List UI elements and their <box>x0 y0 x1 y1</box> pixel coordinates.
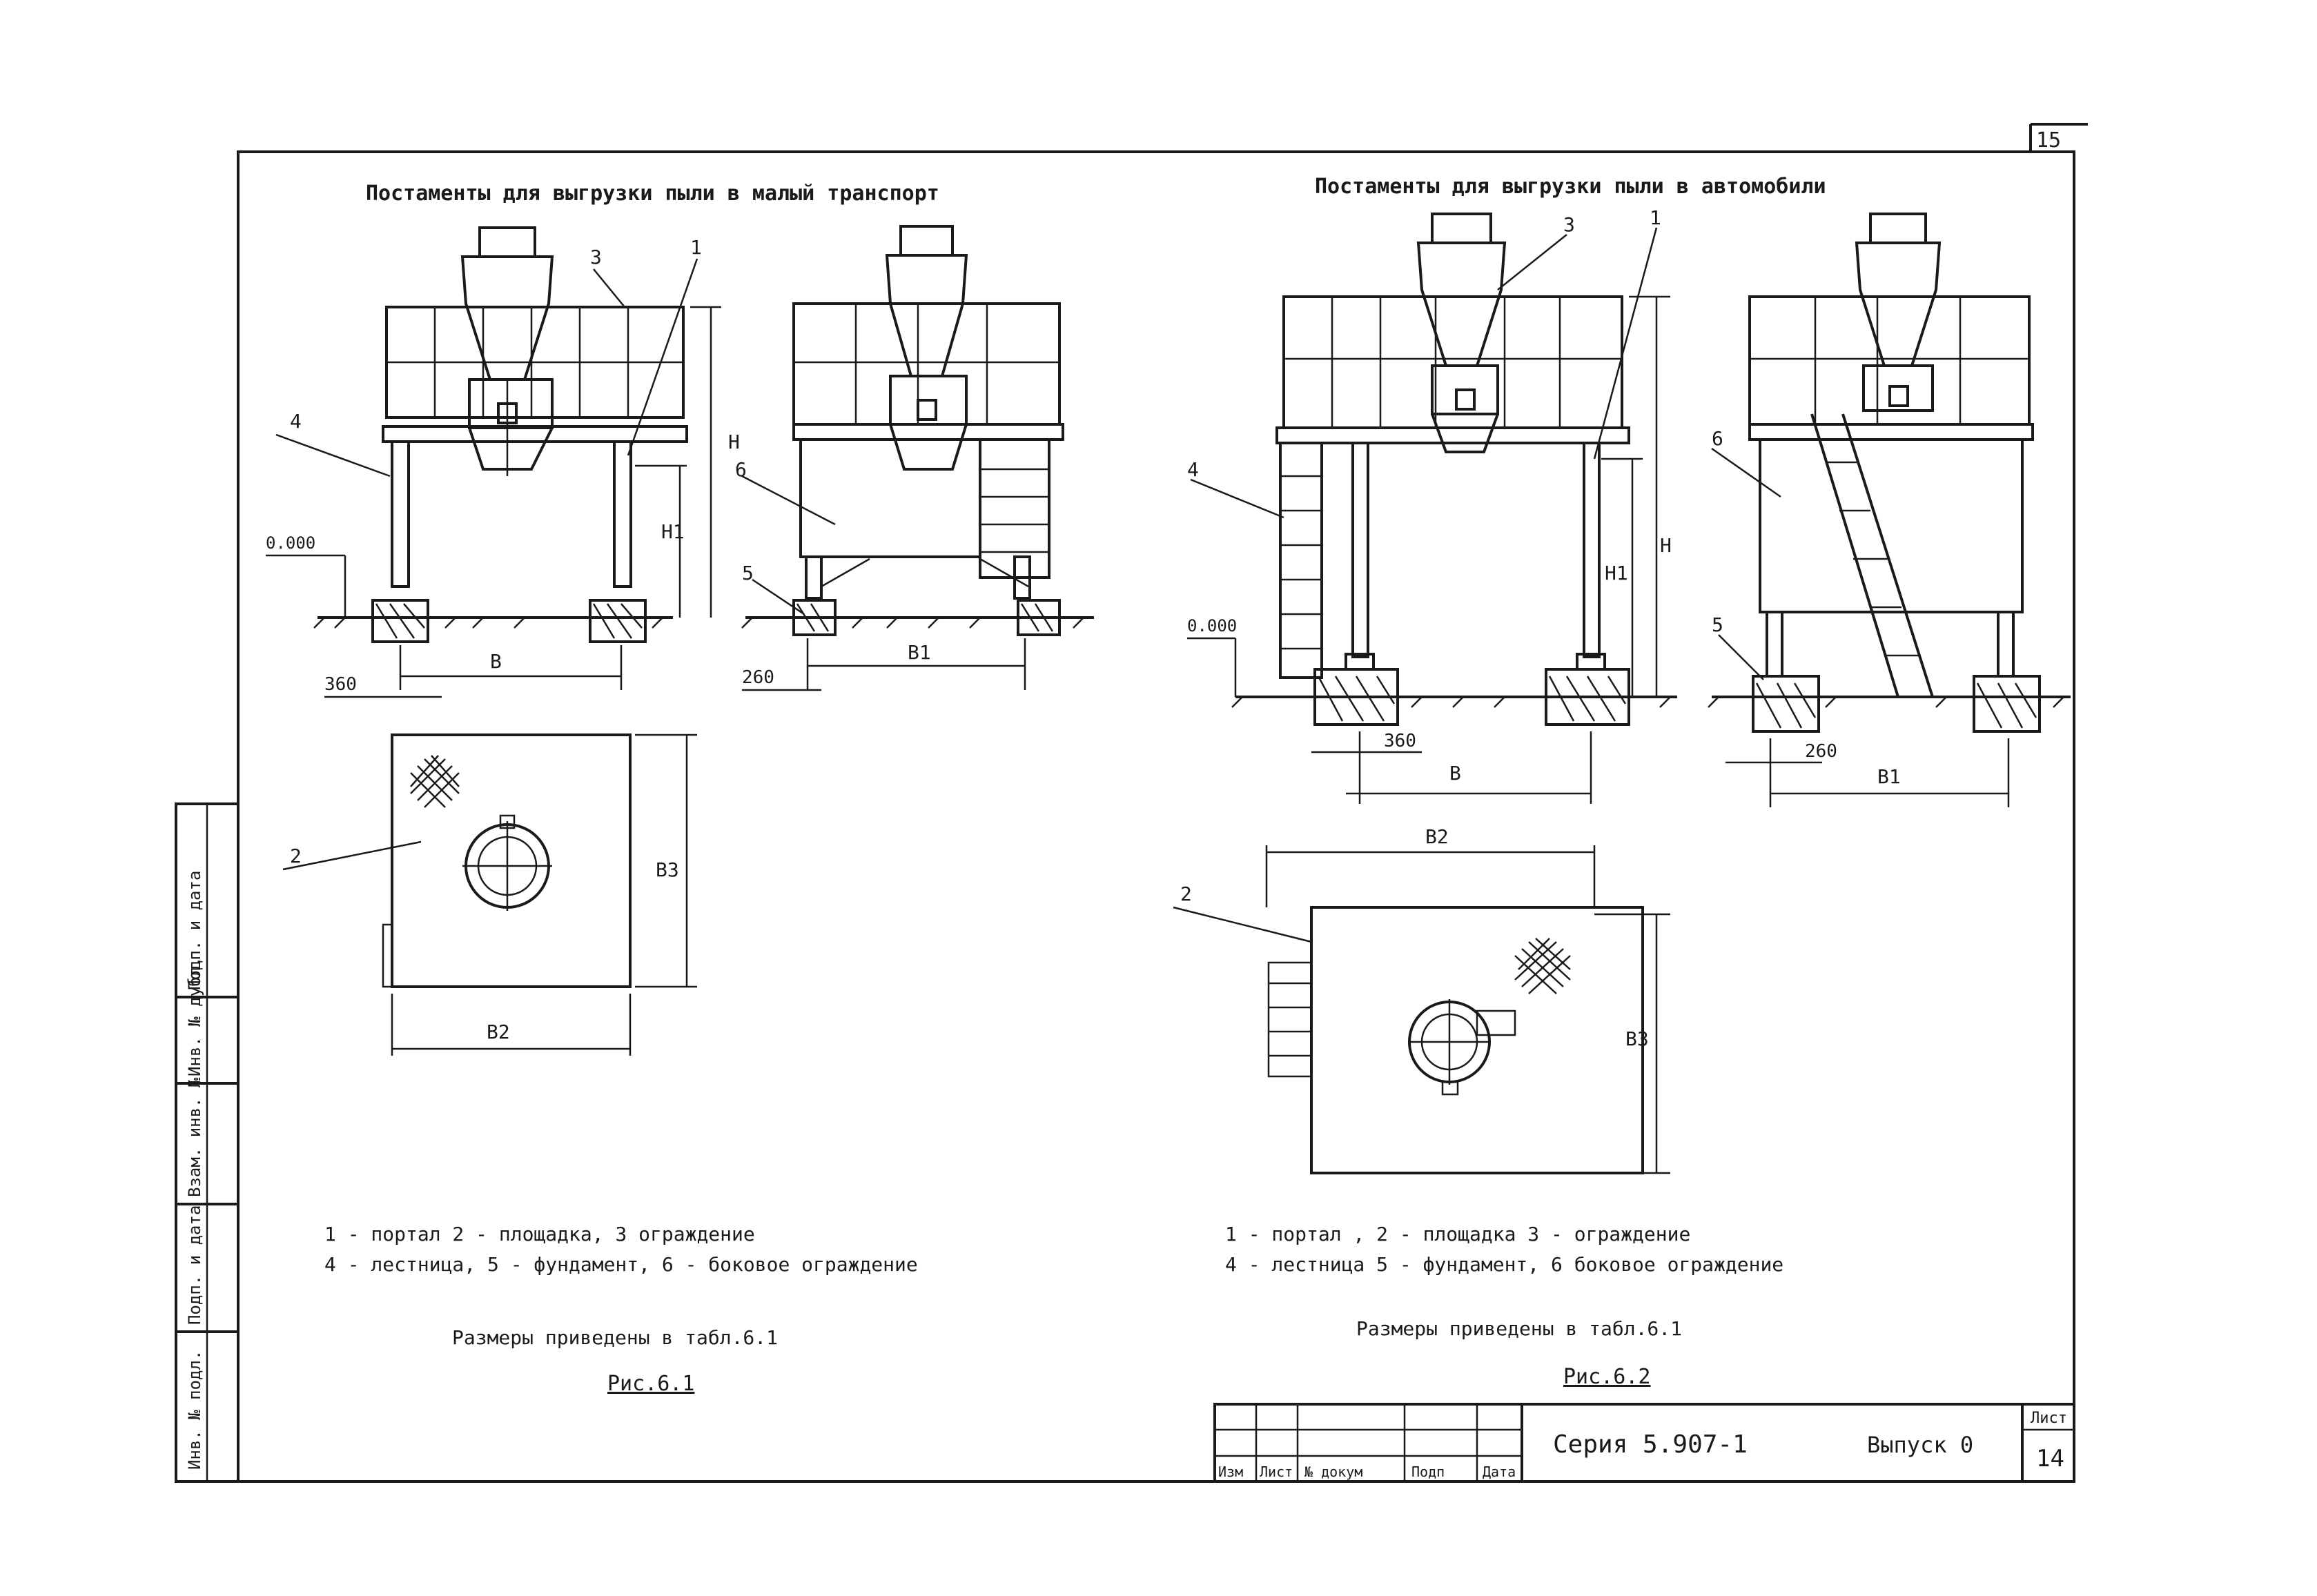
left-dim-b: B <box>490 650 502 673</box>
title-block-issue: Выпуск 0 <box>1867 1432 1973 1458</box>
left-callout-2: 2 <box>290 845 302 867</box>
right-dim-h1: H1 <box>1605 562 1628 584</box>
right-title: Постаменты для выгрузки пыли в автомобил… <box>1315 175 1826 199</box>
left-dim-b2: B2 <box>487 1021 510 1043</box>
right-legend-line-1: 1 - портал , 2 - площадка 3 - ограждение <box>1225 1223 1690 1245</box>
right-callout-4: 4 <box>1187 458 1199 481</box>
left-dim-h1: H1 <box>661 520 685 543</box>
right-dim-b2: B2 <box>1425 825 1449 848</box>
right-level-mark: 0.000 <box>1187 616 1237 636</box>
title-block-col-doc: № докум <box>1304 1464 1362 1480</box>
title-block-col-list: Лист <box>1260 1464 1293 1480</box>
stamp-field-1: Инв. № подл. <box>185 1350 204 1470</box>
left-callout-3: 3 <box>590 246 602 268</box>
title-block: Изм Лист № докум Подп Дата Серия 5.907-1… <box>1213 1403 2075 1483</box>
left-plan-view: B3 B2 2 <box>282 733 697 1056</box>
right-callout-5: 5 <box>1712 613 1723 636</box>
left-side-elevation: B1 260 6 5 <box>735 225 1094 691</box>
right-dim-360: 360 <box>1384 731 1416 751</box>
stamp-field-2: Подп. и дата <box>185 1205 204 1325</box>
left-dim-260: 260 <box>742 667 774 688</box>
corner-number-text: 15 <box>2036 128 2061 152</box>
left-dim-h: H <box>728 431 740 453</box>
right-dim-h: H <box>1660 534 1672 557</box>
left-callout-1: 1 <box>690 236 702 259</box>
stamp-field-3: Взам. инв. № <box>185 1077 204 1197</box>
right-callout-1: 1 <box>1650 206 1661 229</box>
left-front-elevation: 0.000 H H1 B 360 4 3 1 <box>266 226 740 698</box>
title-block-sheet-number: 14 <box>2036 1445 2064 1472</box>
left-dim-b1: B1 <box>908 641 931 664</box>
right-dim-260: 260 <box>1805 741 1837 762</box>
corner-number: 15 <box>2029 123 2088 152</box>
title-block-series: Серия 5.907-1 <box>1553 1430 1748 1459</box>
right-callout-2: 2 <box>1180 883 1192 905</box>
stamp-field-4: Инв. № дубл. <box>185 957 204 1076</box>
left-dim-360: 360 <box>324 674 357 695</box>
right-dim-b: B <box>1449 762 1461 785</box>
sheet-frame <box>175 150 2075 1483</box>
left-level-mark: 0.000 <box>266 533 315 553</box>
title-block-col-izm: Изм <box>1218 1464 1243 1480</box>
right-front-elevation: 0.000 H H1 B 360 4 3 1 <box>1187 206 1677 804</box>
right-callout-3: 3 <box>1563 213 1575 236</box>
title-block-col-sign: Подп <box>1411 1464 1445 1480</box>
left-legend-line-1: 1 - портал 2 - площадка, 3 ограждение <box>324 1223 755 1245</box>
right-dim-b1: B1 <box>1877 765 1901 788</box>
right-side-elevation: B1 260 6 5 <box>1708 213 2071 807</box>
left-callout-5: 5 <box>742 562 754 584</box>
stamp-field-5: Подп. и дата <box>185 871 204 990</box>
title-block-sheet-label: Лист <box>2031 1410 2067 1427</box>
left-legend-line-2: 4 - лестница, 5 - фундамент, 6 - боковое… <box>324 1253 918 1276</box>
left-dim-b3: B3 <box>656 858 679 881</box>
right-legend-line-2: 4 - лестница 5 - фундамент, 6 боковое ог… <box>1225 1253 1783 1276</box>
right-dim-b3: B3 <box>1625 1027 1649 1050</box>
right-note: Размеры приведены в табл.6.1 <box>1356 1317 1682 1340</box>
right-callout-6: 6 <box>1712 427 1723 450</box>
title-block-col-date: Дата <box>1483 1464 1516 1480</box>
side-stamp: Инв. № подл. Подп. и дата Взам. инв. № И… <box>185 871 204 1470</box>
left-callout-4: 4 <box>290 410 302 433</box>
left-callout-6: 6 <box>735 458 747 481</box>
left-title: Постаменты для выгрузки пыли в малый тра… <box>366 181 939 206</box>
left-note: Размеры приведены в табл.6.1 <box>452 1326 778 1349</box>
right-plan-view: B2 B3 2 <box>1173 825 1670 1174</box>
right-caption: Рис.6.2 <box>1563 1365 1650 1389</box>
left-caption: Рис.6.1 <box>607 1372 694 1396</box>
